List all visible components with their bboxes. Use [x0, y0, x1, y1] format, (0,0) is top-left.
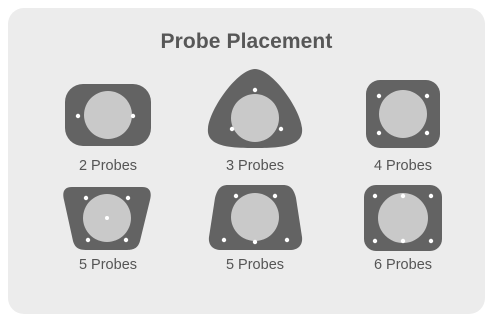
- probe-shape-5a: [63, 187, 150, 250]
- label-3-probes: 3 Probes: [185, 158, 325, 174]
- label-4-probes: 4 Probes: [333, 158, 473, 174]
- label-2-probes: 2 Probes: [38, 158, 178, 174]
- probe-shape-6: [364, 185, 442, 251]
- label-5-probes-a: 5 Probes: [38, 257, 178, 273]
- label-5-probes-b: 5 Probes: [185, 257, 325, 273]
- probe-shape-2: [65, 84, 151, 146]
- probe-shape-4: [366, 80, 440, 148]
- probe-shape-5b: [209, 185, 302, 250]
- label-6-probes: 6 Probes: [333, 257, 473, 273]
- probe-shape-3: [208, 69, 302, 148]
